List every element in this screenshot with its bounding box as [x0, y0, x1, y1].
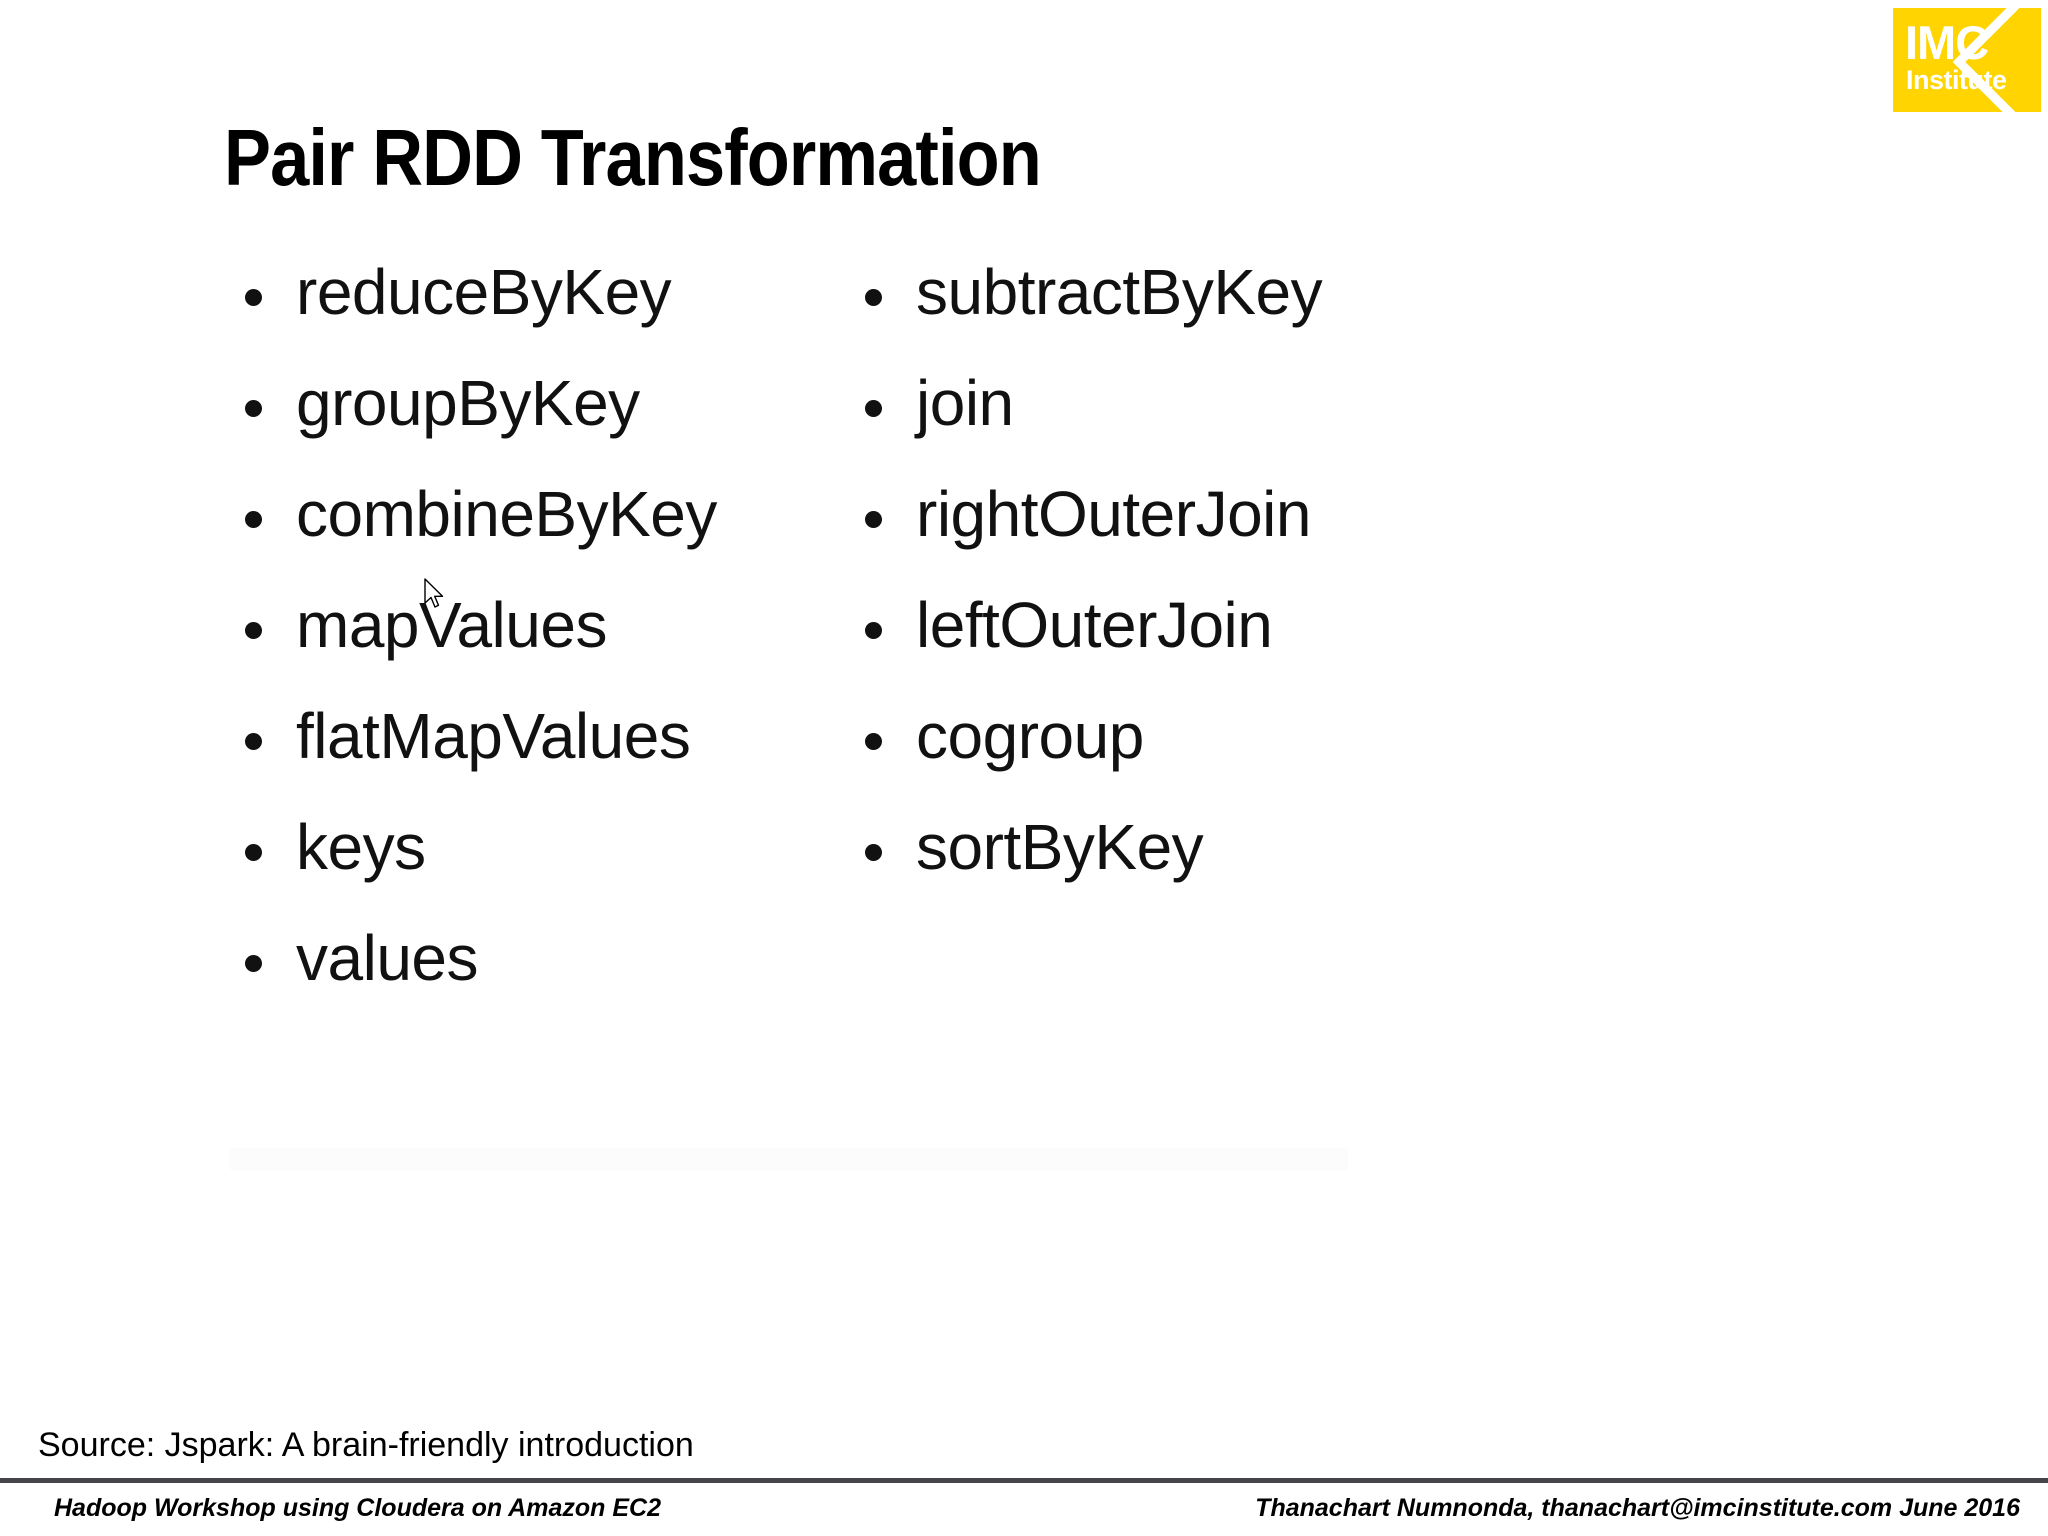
bullet-dot-icon [865, 511, 882, 528]
bullet-dot-icon [245, 844, 262, 861]
list-item-label: sortByKey [916, 811, 1204, 883]
list-item-label: mapValues [296, 589, 607, 661]
list-item: leftOuterJoin [850, 581, 1630, 692]
bullet-list-left: reduceByKey groupByKey combineByKey mapV… [230, 248, 990, 1025]
transformation-list-right: subtractByKey join rightOuterJoin leftOu… [850, 248, 1630, 914]
bullet-dot-icon [865, 289, 882, 306]
list-item-label: subtractByKey [916, 256, 1323, 328]
list-item: combineByKey [230, 470, 990, 581]
transformation-list-left: reduceByKey groupByKey combineByKey mapV… [230, 248, 990, 1025]
bullet-dot-icon [865, 844, 882, 861]
list-item: subtractByKey [850, 248, 1630, 359]
logo-chevron-icon [1952, 8, 2020, 112]
list-item-label: leftOuterJoin [916, 589, 1273, 661]
bullet-dot-icon [245, 733, 262, 750]
image-edge-band [230, 1148, 1348, 1170]
bullet-dot-icon [245, 511, 262, 528]
list-item-label: rightOuterJoin [916, 478, 1311, 550]
list-item-label: flatMapValues [296, 700, 691, 772]
list-item-label: cogroup [916, 700, 1144, 772]
footer-workshop-title: Hadoop Workshop using Cloudera on Amazon… [54, 1494, 661, 1522]
list-item: groupByKey [230, 359, 990, 470]
bullet-dot-icon [245, 289, 262, 306]
content-region: reduceByKey groupByKey combineByKey mapV… [230, 248, 1820, 1170]
list-item-label: combineByKey [296, 478, 717, 550]
bullet-dot-icon [865, 622, 882, 639]
list-item: mapValues [230, 581, 990, 692]
footer-divider [0, 1478, 2048, 1483]
footer-author-contact: Thanachart Numnonda, thanachart@imcinsti… [1255, 1494, 2020, 1522]
list-item-label: groupByKey [296, 367, 640, 439]
bullet-dot-icon [865, 400, 882, 417]
list-item: join [850, 359, 1630, 470]
list-item: flatMapValues [230, 692, 990, 803]
list-item: keys [230, 803, 990, 914]
bullet-dot-icon [245, 400, 262, 417]
list-item-label: reduceByKey [296, 256, 672, 328]
list-item-label: join [916, 367, 1014, 439]
bullet-dot-icon [245, 622, 262, 639]
list-item: values [230, 914, 990, 1025]
slide-title: Pair RDD Transformation [224, 112, 1042, 202]
list-item-label: keys [296, 811, 426, 883]
list-item: reduceByKey [230, 248, 990, 359]
list-item: sortByKey [850, 803, 1630, 914]
bullet-dot-icon [865, 733, 882, 750]
bullet-dot-icon [245, 955, 262, 972]
bullet-list-right: subtractByKey join rightOuterJoin leftOu… [850, 248, 1630, 914]
list-item: cogroup [850, 692, 1630, 803]
list-item: rightOuterJoin [850, 470, 1630, 581]
source-note: Source: Jspark: A brain-friendly introdu… [38, 1426, 694, 1464]
list-item-label: values [296, 922, 479, 994]
imc-institute-logo: IMC Institute [1893, 8, 2041, 112]
